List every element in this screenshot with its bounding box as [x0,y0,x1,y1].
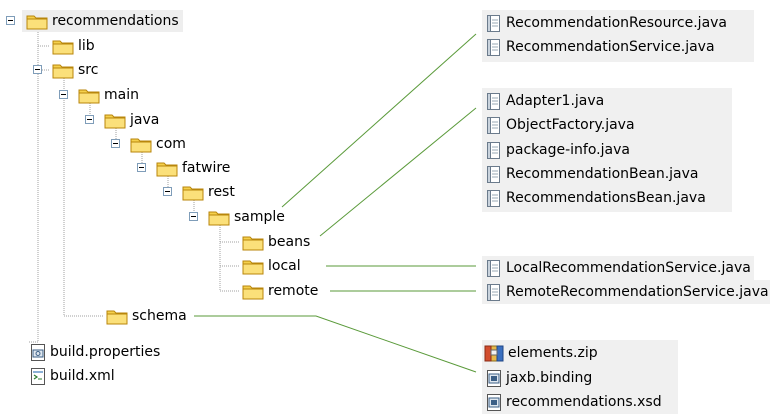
file-item[interactable]: RecommendationsBean.java [486,187,706,209]
folder-icon [26,13,48,30]
collapse-toggle-rest[interactable] [163,187,172,196]
collapse-toggle-src[interactable] [33,65,42,74]
properties-file-icon [30,343,46,362]
file-label: RecommendationService.java [506,39,715,55]
file-label: recommendations.xsd [506,394,662,410]
java-file-icon [486,283,502,302]
xsd-file-icon [486,393,502,412]
file-item[interactable]: RemoteRecommendationService.java [486,281,769,303]
file-panel-local [482,256,754,280]
java-file-icon [486,259,502,278]
xml-file-icon [30,367,46,386]
file-item[interactable]: jaxb.binding [486,367,592,389]
tree-node-build-xml[interactable]: build.xml [30,366,115,386]
node-label: build.xml [50,368,115,384]
file-label: Adapter1.java [506,93,605,109]
node-label: lib [78,38,95,54]
node-label: fatwire [182,160,231,176]
collapse-toggle-root[interactable] [6,16,15,25]
java-file-icon [486,38,502,57]
file-item[interactable]: elements.zip [484,342,598,364]
file-item[interactable]: recommendations.xsd [486,391,662,413]
file-item[interactable]: RecommendationService.java [486,36,715,58]
node-label: remote [268,283,319,299]
file-item[interactable]: LocalRecommendationService.java [486,257,751,279]
folder-icon [242,234,264,251]
collapse-toggle-main[interactable] [59,90,68,99]
folder-icon [242,258,264,275]
folder-icon [106,308,128,325]
file-label: jaxb.binding [506,370,593,386]
node-label: com [156,136,186,152]
zip-file-icon [484,344,506,363]
file-label: ObjectFactory.java [506,117,635,133]
tree-node-build-properties[interactable]: build.properties [30,342,160,362]
node-label: beans [268,234,311,250]
folder-icon [156,160,178,177]
node-label: rest [208,184,235,200]
file-label: LocalRecommendationService.java [506,260,751,276]
node-label: java [130,112,160,128]
node-label: sample [234,209,285,225]
tree-node-beans[interactable]: beans [242,232,310,252]
file-panel-remote [482,280,770,304]
java-file-icon [486,141,502,160]
binding-file-icon [486,369,502,388]
tree-node-lib[interactable]: lib [52,36,95,56]
node-label: src [78,62,99,78]
tree-node-schema[interactable]: schema [106,306,187,326]
file-panel-sample [482,10,754,62]
java-file-icon [486,14,502,33]
folder-icon [52,38,74,55]
tree-node-sample[interactable]: sample [208,207,285,227]
tree-node-src[interactable]: src [52,60,98,80]
file-item[interactable]: RecommendationBean.java [486,163,698,185]
file-item[interactable]: Adapter1.java [486,90,604,112]
tree-node-remote[interactable]: remote [242,281,318,301]
folder-icon [78,87,100,104]
file-label: RecommendationsBean.java [506,190,706,206]
root-highlight [22,10,183,32]
collapse-toggle-sample[interactable] [189,212,198,221]
file-label: RecommendationResource.java [506,15,728,31]
java-file-icon [486,92,502,111]
tree-node-main[interactable]: main [78,85,139,105]
folder-icon [208,209,230,226]
node-label: recommendations [52,13,179,29]
node-label: main [104,87,139,103]
tree-node-recommendations[interactable]: recommendations [26,11,179,31]
tree-node-rest[interactable]: rest [182,182,235,202]
tree-node-java[interactable]: java [104,110,159,130]
tree-node-local[interactable]: local [242,256,301,276]
file-item[interactable]: package-info.java [486,139,630,161]
file-label: RecommendationBean.java [506,166,699,182]
folder-icon [242,283,264,300]
folder-icon [182,184,204,201]
file-label: package-info.java [506,142,630,158]
java-file-icon [486,165,502,184]
folder-icon [52,62,74,79]
collapse-toggle-com[interactable] [111,139,120,148]
tree-node-fatwire[interactable]: fatwire [156,158,230,178]
node-label: local [268,258,301,274]
collapse-toggle-java[interactable] [85,115,94,124]
node-label: build.properties [50,344,161,360]
file-panel-schema [482,340,678,414]
file-item[interactable]: RecommendationResource.java [486,12,727,34]
file-panel-beans [482,88,732,212]
java-file-icon [486,189,502,208]
tree-node-com[interactable]: com [130,134,186,154]
collapse-toggle-fatwire[interactable] [137,163,146,172]
file-item[interactable]: ObjectFactory.java [486,114,635,136]
folder-icon [104,112,126,129]
folder-icon [130,136,152,153]
file-label: RemoteRecommendationService.java [506,284,769,300]
connector-lines [194,33,477,373]
file-label: elements.zip [508,345,598,361]
node-label: schema [132,308,187,324]
java-file-icon [486,116,502,135]
